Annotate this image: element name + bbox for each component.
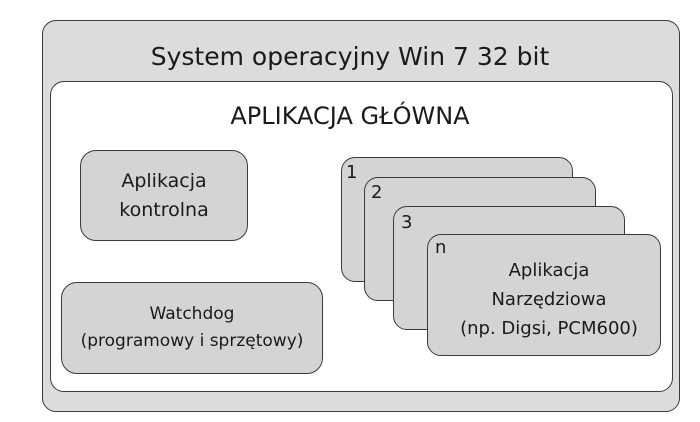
tool-app-label: Aplikacja Narzędziowa (np. Digsi, PCM600…: [427, 244, 661, 354]
watchdog-label-line2: (programowy i sprzętowy): [80, 331, 304, 351]
main-app-title: APLIKACJA GŁÓWNA: [230, 102, 470, 130]
tool-app-label-line1: Aplikacja: [508, 259, 590, 281]
control-app-label-line2: kontrolna: [119, 198, 209, 221]
watchdog-label-line1: Watchdog: [149, 304, 235, 324]
tool-app-label-line2: Narzędziowa: [491, 288, 607, 310]
tool-app-instance-n: [427, 234, 661, 356]
control-app-box: Aplikacja kontrolna: [80, 150, 248, 241]
instance-number-3: 3: [401, 212, 413, 233]
instance-number-2: 2: [371, 182, 383, 203]
instance-number-1: 1: [346, 162, 358, 183]
watchdog-box: Watchdog (programowy i sprzętowy): [61, 282, 323, 374]
tool-app-label-line3: (np. Digsi, PCM600): [460, 317, 638, 339]
instance-number-n: n: [435, 237, 447, 258]
os-title: System operacyjny Win 7 32 bit: [150, 42, 550, 71]
control-app-label-line1: Aplikacja: [121, 169, 207, 192]
